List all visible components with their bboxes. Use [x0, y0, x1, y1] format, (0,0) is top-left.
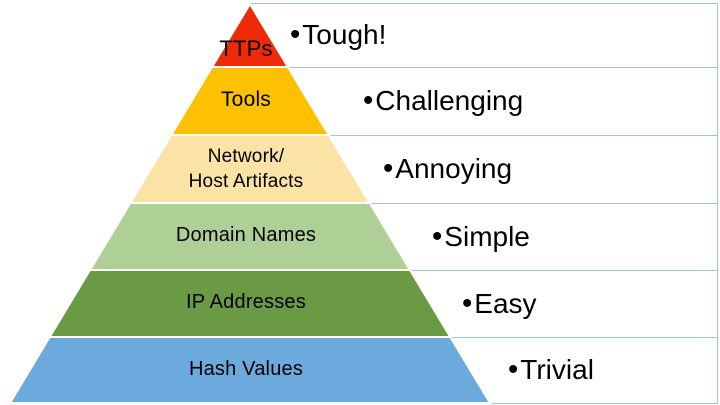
difficulty-row-tough: • Tough!: [290, 3, 386, 67]
difficulty-label: Easy: [474, 287, 537, 319]
level-label-domain-names: Domain Names: [175, 224, 317, 246]
level-label-hash-values: Hash Values: [188, 358, 304, 380]
difficulty-row-challenging: • Challenging: [363, 67, 523, 135]
difficulty-label: Annoying: [395, 153, 513, 184]
difficulty-label: Simple: [444, 220, 530, 252]
level-label-line1: Network/: [207, 146, 285, 167]
difficulty-row-box-challenging: [278, 67, 718, 136]
difficulty-row-simple: • Simple: [432, 203, 530, 270]
bullet-icon: •: [383, 152, 394, 185]
bullet-icon: •: [508, 353, 519, 386]
difficulty-row-box-trivial: [440, 337, 718, 404]
difficulty-label: Tough!: [302, 19, 387, 50]
level-label-network-host-artifacts: Network/ Host Artifacts: [0, 144, 496, 194]
difficulty-row-trivial: • Trivial: [508, 337, 594, 403]
bullet-icon: •: [290, 18, 301, 51]
level-label-ip-addresses: IP Addresses: [186, 291, 306, 313]
difficulty-label: Trivial: [520, 354, 594, 385]
bullet-icon: •: [462, 286, 473, 320]
pyramid-level-hash-values: [8, 336, 492, 404]
difficulty-row-box-simple: [360, 203, 718, 271]
level-label-line2: Host Artifacts: [188, 171, 304, 192]
difficulty-label: Challenging: [375, 85, 524, 116]
difficulty-row-annoying: • Annoying: [383, 135, 512, 203]
bullet-icon: •: [432, 219, 443, 253]
level-label-tools: Tools: [220, 88, 272, 111]
bullet-icon: •: [363, 84, 374, 117]
difficulty-row-box-tough: [250, 3, 718, 68]
difficulty-row-box-easy: [400, 270, 718, 338]
level-label-ttps: TTPs: [219, 36, 273, 61]
difficulty-row-easy: • Easy: [462, 270, 537, 337]
